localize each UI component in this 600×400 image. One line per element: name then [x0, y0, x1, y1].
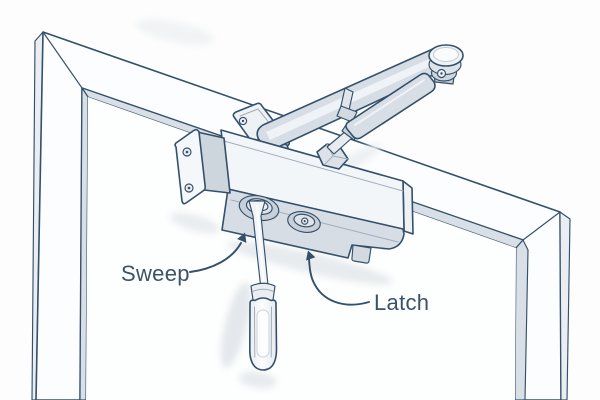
shadow-under-handle: [239, 371, 277, 389]
frame-miter-line-right: [522, 211, 561, 241]
screwdriver: [248, 200, 278, 371]
main-arm-highlight: [266, 54, 444, 140]
screwdriver-ferrule-line: [252, 288, 274, 292]
end-cap-screw-1-dot: [185, 150, 189, 154]
sweep-label: Sweep: [121, 261, 190, 286]
elbow-pin-dot: [440, 72, 443, 75]
closer-bottom-tab: [351, 244, 372, 264]
sweep-arrowhead: [237, 232, 247, 243]
frame-right-side-face: [559, 211, 571, 400]
closer-end-cap-front: [174, 128, 207, 205]
frame-miter-line-left: [42, 31, 83, 89]
annotations: Sweep Latch: [121, 232, 429, 315]
latch-adjustment-screw: [287, 211, 321, 233]
shadow-top-left: [135, 19, 215, 45]
closer-forearm: [326, 44, 464, 155]
screwdriver-blade-highlight: [256, 205, 265, 283]
sweep-arrow: [189, 242, 242, 273]
forearm-tube-highlight: [354, 79, 425, 126]
forearm-tube: [345, 72, 436, 140]
handle-grip-capsule: [256, 309, 270, 358]
end-cap-screw-2-dot: [187, 186, 191, 190]
shadow-under-endcap: [169, 212, 221, 234]
latch-arrowhead: [306, 250, 316, 261]
latch-arrow: [308, 258, 370, 306]
elbow-disc-top-inner: [433, 47, 459, 62]
bracket-screw-1-dot: [241, 119, 245, 123]
elbow-joint: [428, 44, 464, 85]
latch-label: Latch: [374, 290, 429, 315]
shadow-screwdriver: [220, 282, 252, 368]
frame-left-jamb: [79, 87, 89, 400]
closer-top-chamfer-line: [223, 140, 404, 192]
frame-right-jamb: [514, 239, 529, 400]
latch-screw-dot: [303, 220, 306, 223]
